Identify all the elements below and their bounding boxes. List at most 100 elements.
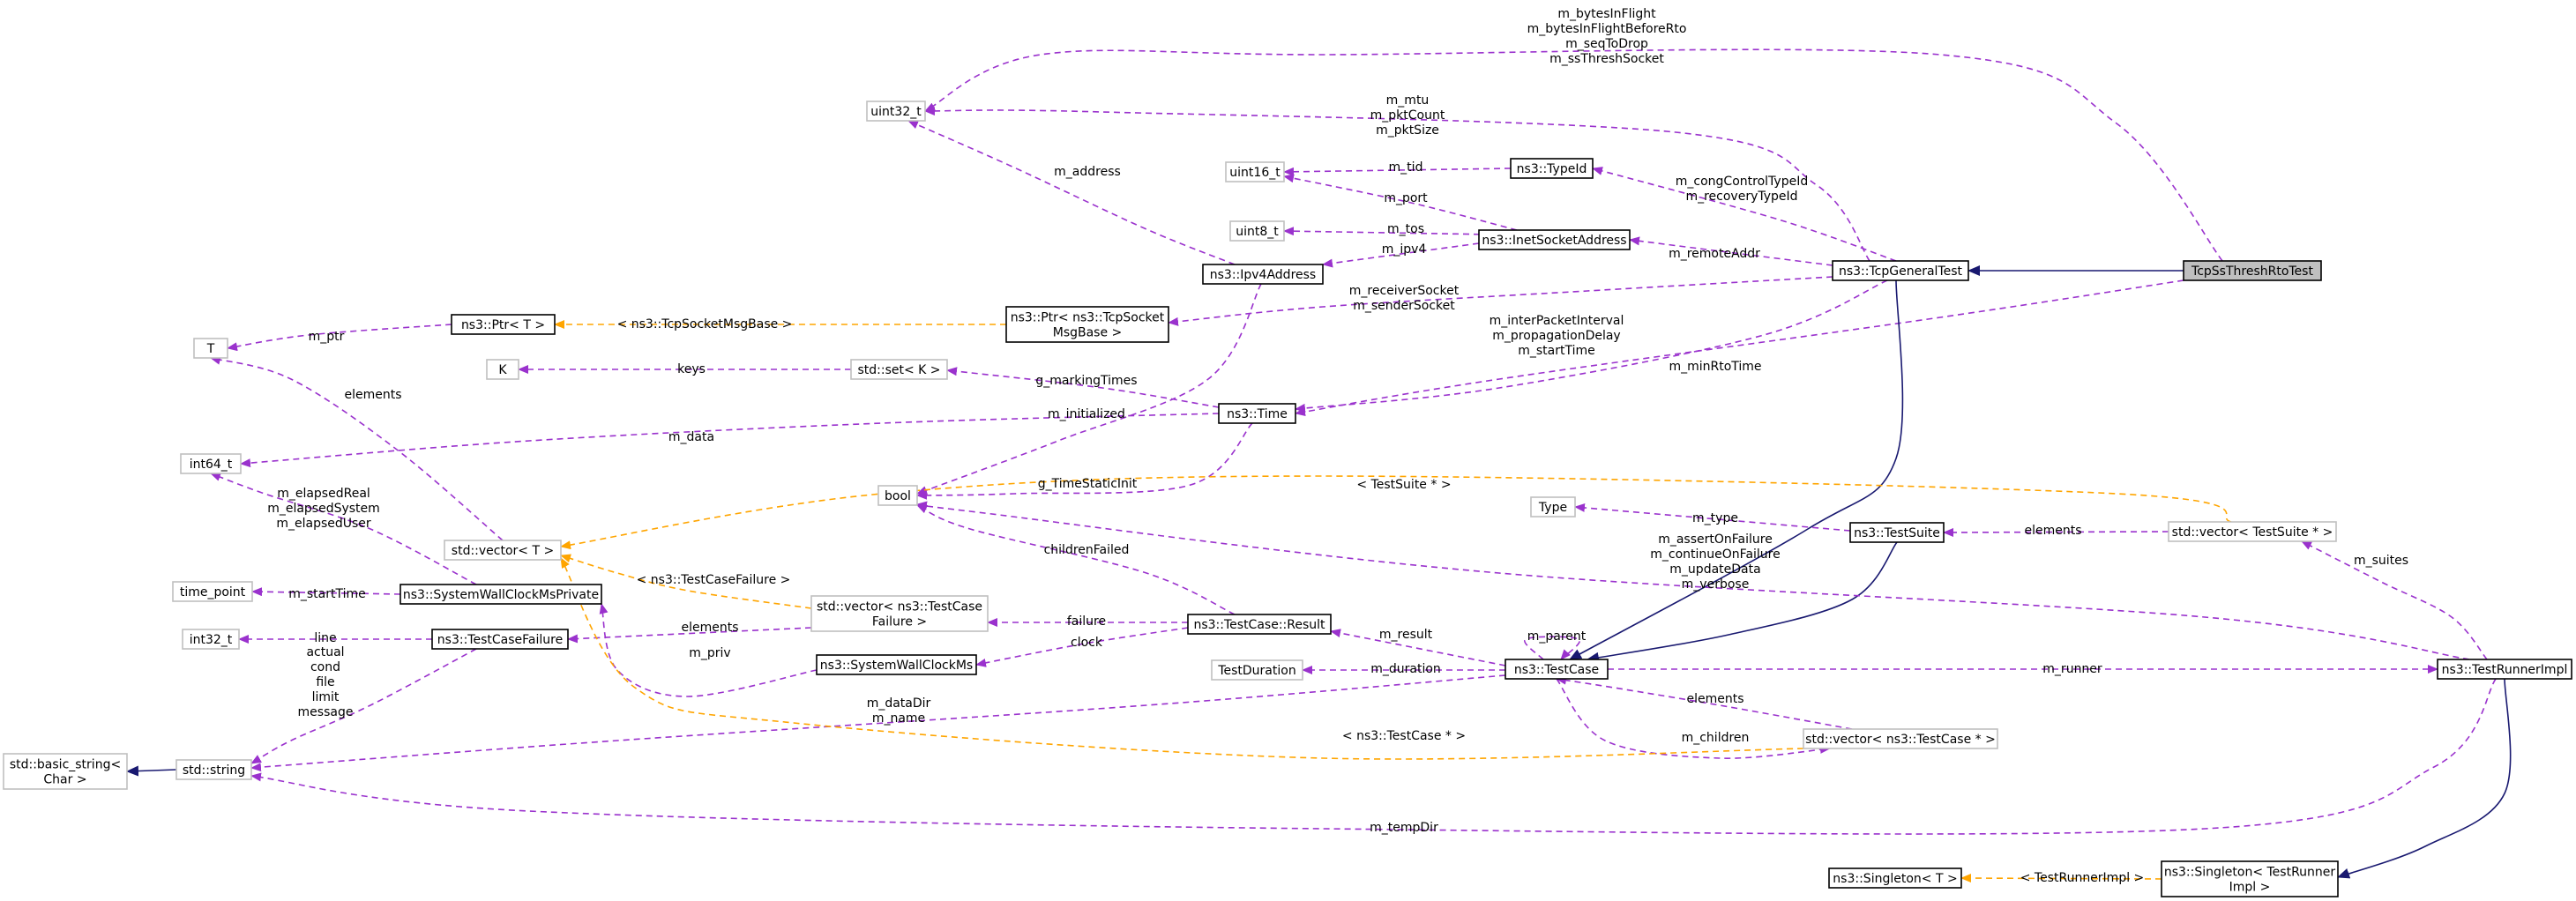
edge-label: g_markingTimes	[1035, 374, 1137, 388]
node-TestCase[interactable]: ns3::TestCase	[1505, 659, 1609, 680]
node-box	[3, 753, 128, 790]
node-label-line: time_point	[180, 585, 246, 599]
node-box	[172, 581, 253, 602]
edge-label-line: line	[314, 631, 336, 645]
node-label-line: K	[498, 363, 507, 377]
edge-label-line: m_result	[1379, 628, 1433, 642]
node-label: ns3::TestCase::Result	[1193, 618, 1325, 632]
node-label: ns3::Ptr< T >	[461, 318, 545, 332]
node-int64_t[interactable]: int64_t	[180, 453, 242, 474]
edge-label-line: m_bytesInFlightBeforeRto	[1527, 22, 1687, 36]
edge-label-line: g_TimeStaticInit	[1038, 477, 1138, 491]
node-uint32_t[interactable]: uint32_t	[866, 101, 926, 122]
node-label-line: MsgBase >	[1053, 326, 1123, 340]
node-time_point[interactable]: time_point	[172, 581, 253, 602]
node-box	[1849, 522, 1945, 543]
node-int32_t[interactable]: int32_t	[182, 629, 240, 650]
node-label-line: ns3::SystemWallClockMsPrivate	[403, 588, 599, 602]
node-VectorT[interactable]: std::vector< T >	[444, 540, 562, 561]
node-label: uint16_t	[1229, 166, 1281, 180]
edge-label-line: elements	[681, 621, 738, 635]
edge-inherit-string-to-basic_string	[126, 765, 177, 777]
node-TcpGeneralTest[interactable]: ns3::TcpGeneralTest	[1832, 260, 1969, 281]
edge-template-VectorTestCaseFailure-to-VectorT	[560, 554, 812, 609]
node-Ipv4Address[interactable]: ns3::Ipv4Address	[1202, 264, 1324, 285]
node-Type[interactable]: Type	[1530, 496, 1576, 518]
node-T[interactable]: T	[193, 338, 228, 359]
node-box	[182, 629, 240, 650]
node-InetSocketAddress[interactable]: ns3::InetSocketAddress	[1478, 229, 1631, 250]
node-label-line: ns3::Ptr< T >	[461, 318, 545, 332]
node-label: uint8_t	[1236, 225, 1279, 239]
node-uint16_t[interactable]: uint16_t	[1225, 161, 1285, 182]
edge-label-line: m_startTime	[288, 587, 366, 601]
node-TcpSsThreshRtoTest[interactable]: TcpSsThreshRtoTest	[2183, 260, 2322, 281]
edge-usage-Time-to-SetK	[946, 367, 1220, 408]
edge-label-line: m_pktCount	[1370, 108, 1445, 123]
node-label-line: ns3::TestCaseFailure	[437, 633, 563, 647]
node-K[interactable]: K	[486, 359, 519, 380]
edge-label-line: m_ssThreshSocket	[1549, 52, 1664, 66]
edge-usage-VectorTestCaseFailure-to-TestCaseFailure	[567, 627, 812, 644]
node-TestDuration[interactable]: TestDuration	[1211, 659, 1303, 681]
node-box	[180, 453, 242, 474]
node-box	[431, 629, 569, 650]
node-box	[2161, 860, 2339, 897]
node-box	[444, 540, 562, 561]
edge-label: m_result	[1379, 628, 1433, 642]
node-SingletonT[interactable]: ns3::Singleton< T >	[1828, 867, 1962, 889]
edge-label-line: elements	[1686, 692, 1743, 706]
edge-label-line: m_congControlTypeId	[1676, 175, 1808, 189]
edge-label-line: m_suites	[2354, 554, 2408, 568]
node-label-line: std::set< K >	[857, 363, 940, 377]
edge-inherit-TestSuite-to-TestCase	[1587, 541, 1898, 663]
node-basic_string[interactable]: std::basic_string<Char >	[3, 753, 128, 790]
edge-label: m_address	[1054, 165, 1121, 179]
edge-label-line: m_data	[668, 430, 714, 444]
node-TestRunnerImpl[interactable]: ns3::TestRunnerImpl	[2437, 659, 2572, 680]
edge-label-line: m_ipv4	[1382, 242, 1427, 257]
edge-label: elements	[344, 388, 401, 402]
node-box	[1229, 220, 1285, 242]
node-SystemWallClockMsPrivate[interactable]: ns3::SystemWallClockMsPrivate	[399, 584, 602, 605]
node-string[interactable]: std::string	[175, 759, 252, 780]
node-box	[1505, 659, 1609, 680]
edge-inherit-TcpGeneralTest-to-TestCase	[1569, 279, 1904, 660]
node-TestCaseFailure[interactable]: ns3::TestCaseFailure	[431, 629, 569, 650]
node-label: int64_t	[190, 458, 233, 472]
node-uint8_t[interactable]: uint8_t	[1229, 220, 1285, 242]
node-box	[1187, 614, 1332, 635]
node-TestSuite[interactable]: ns3::TestSuite	[1849, 522, 1945, 543]
edge-usage-TestCase-to-TestCase	[1524, 636, 1580, 660]
edge-label-line: childrenFailed	[1044, 543, 1130, 557]
node-PtrT[interactable]: ns3::Ptr< T >	[451, 314, 556, 335]
edge-usage-PtrT-to-T	[227, 324, 452, 352]
node-TypeId[interactable]: ns3::TypeId	[1510, 158, 1594, 179]
edge-usage-TcpSsThreshRtoTest-to-uint32_t	[924, 48, 2223, 262]
node-label: ns3::SystemWallClockMsPrivate	[403, 588, 599, 602]
node-SetK[interactable]: std::set< K >	[850, 359, 948, 380]
node-label: int32_t	[190, 633, 233, 647]
node-label-line: ns3::Time	[1227, 407, 1288, 421]
edge-label-line: m_interPacketInterval	[1490, 314, 1624, 328]
node-Time[interactable]: ns3::Time	[1218, 403, 1296, 424]
node-box	[2168, 521, 2337, 542]
node-SystemWallClockMs[interactable]: ns3::SystemWallClockMs	[816, 654, 977, 675]
edges-layer	[126, 48, 2512, 883]
edge-usage-InetSocketAddress-to-uint16_t	[1283, 174, 1518, 231]
node-bool[interactable]: bool	[877, 485, 918, 506]
node-VectorTestCasePtr[interactable]: std::vector< ns3::TestCase * >	[1803, 728, 1998, 749]
node-TestCaseResult[interactable]: ns3::TestCase::Result	[1187, 614, 1332, 635]
node-label-line: TestDuration	[1217, 664, 1295, 678]
node-VectorTestSuite[interactable]: std::vector< TestSuite * >	[2168, 521, 2337, 542]
node-label: std::vector< T >	[452, 544, 554, 558]
node-label-line: Impl >	[2229, 881, 2271, 895]
